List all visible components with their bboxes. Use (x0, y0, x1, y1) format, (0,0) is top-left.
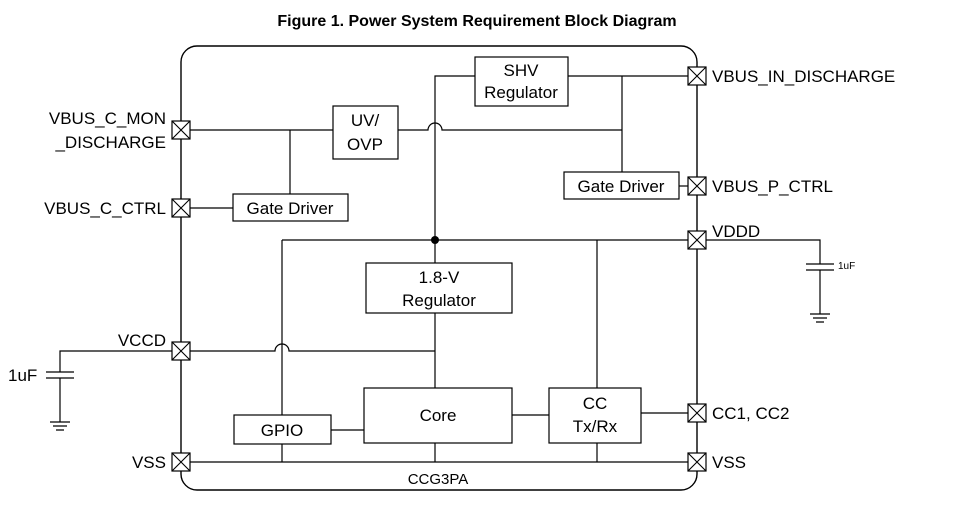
cap-vccd-plates (46, 371, 74, 379)
uv-ovp-box (332, 105, 399, 160)
regulator-1v8-line1: 1.8-V (419, 268, 460, 287)
label-vbus-c-ctrl: VBUS_C_CTRL (44, 199, 166, 218)
regulator-1v8-line2: Regulator (402, 291, 476, 310)
pin-vss-left (171, 452, 191, 472)
gate-driver-right-label: Gate Driver (578, 177, 665, 196)
label-vddd-cap: 1uF (838, 261, 855, 272)
pin-vbus-c-ctrl (171, 198, 191, 218)
uv-ovp-line2: OVP (347, 135, 383, 154)
pin-vccd (171, 341, 191, 361)
gate-driver-left-label: Gate Driver (247, 199, 334, 218)
cc-txrx-line1: CC (583, 394, 608, 413)
gpio-label: GPIO (261, 421, 304, 440)
core-label: Core (420, 406, 457, 425)
wire-vccd (190, 343, 435, 352)
pin-vss-right (687, 452, 707, 472)
label-vss-left: VSS (132, 453, 166, 472)
uv-ovp-line1: UV/ (351, 111, 380, 130)
cap-vddd-plates (806, 263, 834, 271)
shv-regulator-box (474, 56, 569, 107)
pin-vbus-in-discharge (687, 66, 707, 86)
chip-name: CCG3PA (408, 471, 469, 488)
ground-vddd (810, 313, 830, 323)
pin-vddd (687, 230, 707, 250)
cc-txrx-line2: Tx/Rx (573, 417, 618, 436)
gate-driver-left-box (232, 193, 349, 222)
gate-driver-right-box (563, 171, 680, 200)
shv-regulator-line1: SHV (504, 61, 540, 80)
label-vbus-c-mon-line2: _DISCHARGE (54, 133, 166, 152)
wire-ovp-to-right (398, 122, 622, 131)
label-vbus-c-mon-line1: VBUS_C_MON (49, 109, 166, 128)
wire-shv-feed (434, 75, 475, 240)
junction-dot (431, 236, 439, 244)
pin-cc1-cc2 (687, 403, 707, 423)
figure-title: Figure 1. Power System Requirement Block… (277, 13, 676, 30)
chip-outline (180, 45, 698, 491)
core-box (363, 387, 513, 444)
label-vss-right: VSS (712, 453, 746, 472)
regulator-1v8-box (365, 262, 513, 314)
label-vccd-cap: 1uF (8, 366, 37, 385)
pin-vbus-c-mon (171, 120, 191, 140)
cc-txrx-box (548, 387, 642, 444)
label-vddd: VDDD (712, 222, 760, 241)
wire-vss-drops (281, 443, 598, 462)
label-cc1-cc2: CC1, CC2 (712, 404, 789, 423)
gpio-box (233, 414, 332, 445)
label-vccd: VCCD (118, 331, 166, 350)
wire-vccd-ext (59, 350, 172, 372)
ground-vccd (50, 421, 70, 431)
shv-regulator-line2: Regulator (484, 83, 558, 102)
label-vbus-p-ctrl: VBUS_P_CTRL (712, 177, 833, 196)
pin-vbus-p-ctrl (687, 176, 707, 196)
label-vbus-in-discharge: VBUS_IN_DISCHARGE (712, 67, 895, 86)
wire-vddd-ext (706, 239, 821, 264)
